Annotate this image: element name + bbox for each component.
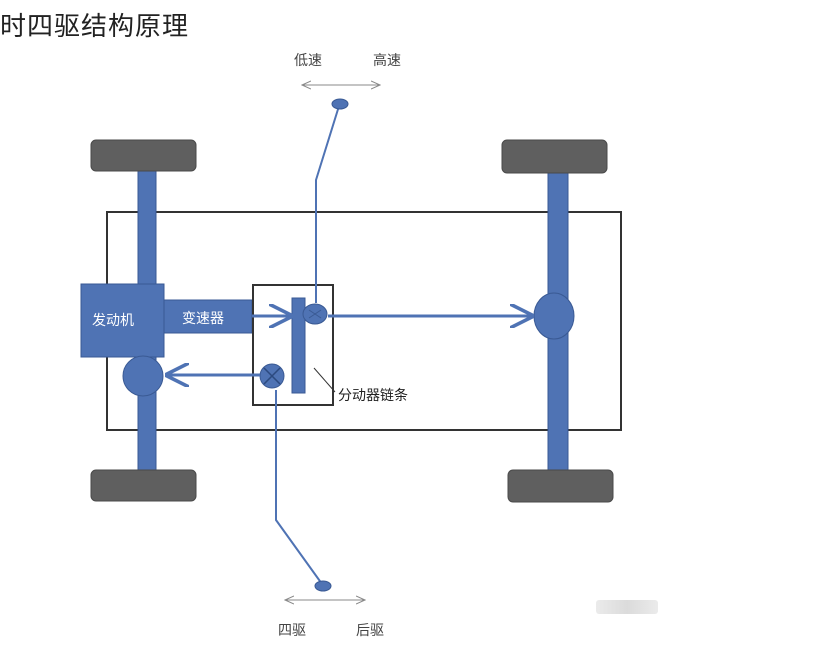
drive-mode-shift-lever: [275, 390, 323, 585]
rear-wheel-drive-label: 后驱: [356, 623, 384, 639]
transfer-chain-label: 分动器链条: [338, 388, 408, 404]
front-right-tire: [90, 469, 197, 502]
diagram-title: 时四驱结构原理: [0, 12, 190, 42]
low-speed-label: 低速: [294, 53, 322, 69]
transmission-label: 变速器: [182, 311, 224, 327]
engine-label: 发动机: [92, 313, 134, 329]
front-left-tire: [90, 139, 197, 172]
range-shift-knob[interactable]: [331, 98, 349, 110]
drive-mode-shift-knob[interactable]: [314, 580, 332, 592]
four-wheel-drive-label: 四驱: [278, 623, 306, 639]
transfer-chain: [291, 297, 306, 394]
front-differential: [122, 355, 164, 397]
chain-label-pointer: [313, 367, 336, 393]
transfer-case-box: [252, 284, 334, 406]
high-speed-label: 高速: [373, 53, 401, 69]
range-shift-lever: [315, 105, 340, 303]
watermark-blur: [596, 600, 658, 614]
rear-differential: [533, 292, 575, 340]
rear-left-tire: [501, 139, 608, 174]
engine-block: [80, 283, 165, 358]
rear-right-tire: [507, 469, 614, 503]
